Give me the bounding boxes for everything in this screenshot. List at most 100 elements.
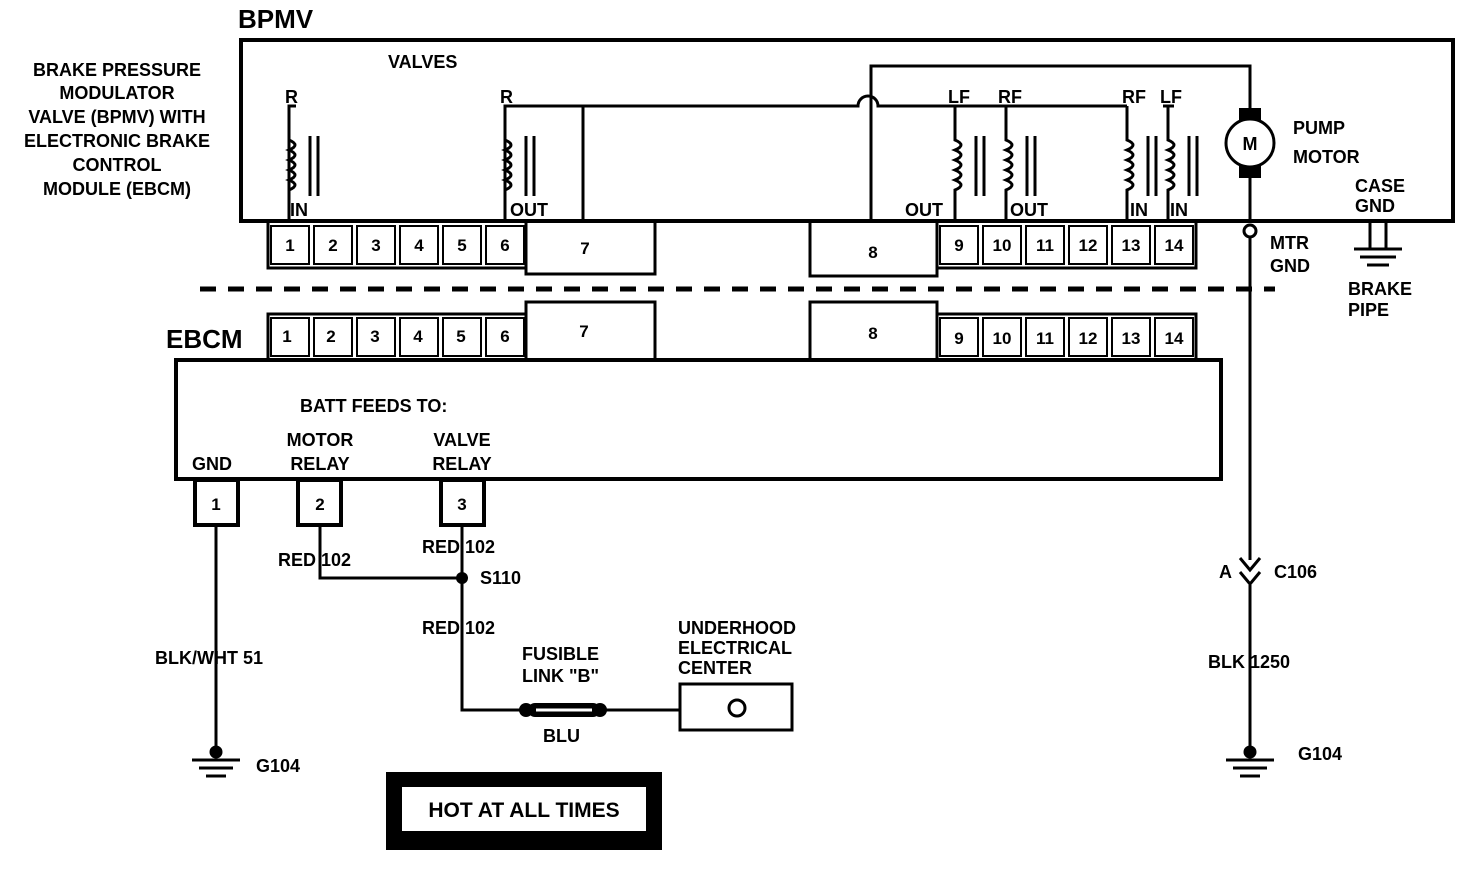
ebcm-terminal-1: 1 — [193, 478, 240, 527]
ebcm-connector-pins: 1 2 3 4 5 6 7 8 9 10 11 12 13 14 — [282, 322, 1184, 348]
valve-relay-label-2: RELAY — [432, 454, 491, 474]
bpmv-pin-9: 9 — [954, 236, 963, 255]
svg-text:2: 2 — [315, 495, 324, 514]
svg-text:BRAKE PRESSURE: BRAKE PRESSURE — [33, 60, 201, 80]
coil-label-lf1: LF — [948, 87, 970, 107]
ebcm-pin-12: 12 — [1079, 329, 1098, 348]
valve-rear-out — [501, 104, 585, 221]
fusible-link-label-2: LINK "B" — [522, 666, 599, 686]
bpmv-pin-3: 3 — [371, 236, 380, 255]
coil-label-rf1: RF — [998, 87, 1022, 107]
valve-lf-out — [951, 106, 986, 221]
bpmv-box — [239, 38, 1455, 223]
svg-text:ELECTRONIC BRAKE: ELECTRONIC BRAKE — [24, 131, 210, 151]
bpmv-pin-5: 5 — [457, 236, 466, 255]
port-label-in-2: IN — [1130, 200, 1148, 220]
underhood-electrical-center — [678, 682, 794, 732]
svg-text:MODULE (EBCM): MODULE (EBCM) — [43, 179, 191, 199]
hot-at-all-times-label: HOT AT ALL TIMES — [428, 799, 619, 822]
ground-symbol-right — [1226, 745, 1274, 778]
ebcm-pin-2: 2 — [326, 327, 335, 346]
pump-motor-label-1: PUMP — [1293, 118, 1345, 138]
wires — [214, 237, 1252, 752]
splice-label: S110 — [480, 568, 521, 588]
ebcm-terminal-2: 2 — [296, 478, 343, 527]
ebcm-pin-5: 5 — [456, 327, 465, 346]
valve-bus-right — [583, 64, 1252, 221]
port-label-out-3: OUT — [1010, 200, 1048, 220]
bpmv-pin-14: 14 — [1165, 236, 1184, 255]
motor-relay-label-1: MOTOR — [287, 430, 354, 450]
bpmv-pin-12: 12 — [1079, 236, 1098, 255]
port-label-out-1: OUT — [510, 200, 548, 220]
bpmv-pin-4: 4 — [414, 236, 424, 255]
valve-rf-out — [1002, 106, 1037, 221]
bpmv-pin-7: 7 — [580, 239, 589, 258]
port-label-out-2: OUT — [905, 200, 943, 220]
ebcm-pin-11: 11 — [1036, 329, 1054, 348]
hot-at-all-times-box: HOT AT ALL TIMES — [386, 772, 662, 850]
bpmv-pin-13: 13 — [1122, 236, 1141, 255]
ebcm-pin-6: 6 — [500, 327, 509, 346]
motor-relay-wire-label: RED 102 — [278, 550, 351, 570]
ebcm-pin-1: 1 — [282, 327, 291, 346]
coil-label-rf2: RF — [1122, 87, 1146, 107]
underhood-label-1: UNDERHOOD — [678, 618, 796, 638]
case-gnd-label-2: GND — [1355, 196, 1395, 216]
coil-label-r2: R — [500, 87, 513, 107]
valve-rear-in — [285, 104, 320, 221]
feed-wire-label: RED 102 — [422, 618, 495, 638]
mtr-gnd-label-2: GND — [1270, 256, 1310, 276]
gnd-label: GND — [192, 454, 232, 474]
svg-text:1: 1 — [211, 495, 220, 514]
ebcm-pin-3: 3 — [370, 327, 379, 346]
svg-text:VALVE (BPMV) WITH: VALVE (BPMV) WITH — [28, 107, 205, 127]
mtr-gnd-terminal — [1242, 223, 1258, 239]
bpmv-title: BPMV — [238, 4, 314, 34]
pump-motor-label-2: MOTOR — [1293, 147, 1360, 167]
bpmv-connector-pins: 1 2 3 4 5 6 7 8 9 10 11 12 13 14 — [285, 236, 1184, 262]
ebcm-pin-7: 7 — [579, 322, 588, 341]
underhood-label-2: ELECTRICAL — [678, 638, 792, 658]
pump-motor-symbol: M — [1224, 108, 1276, 221]
brake-pipe-label-1: BRAKE — [1348, 279, 1412, 299]
coil-label-r1: R — [285, 87, 298, 107]
valve-lf-in — [1164, 106, 1199, 221]
ebcm-pin-10: 10 — [993, 329, 1012, 348]
ground-label-left: G104 — [256, 756, 300, 776]
mtr-gnd-label-1: MTR — [1270, 233, 1309, 253]
ebcm-connector — [266, 300, 1198, 360]
fusible-link-label-1: FUSIBLE — [522, 644, 599, 664]
case-ground-symbol — [1354, 221, 1402, 267]
bpmv-pin-6: 6 — [500, 236, 509, 255]
connector-id: C106 — [1274, 562, 1317, 582]
bpmv-pin-11: 11 — [1036, 236, 1054, 255]
ebcm-pin-14: 14 — [1165, 329, 1184, 348]
ebcm-title: EBCM — [166, 324, 243, 354]
bpmv-connector — [266, 221, 1198, 278]
motor-gnd-wire-label: BLK 1250 — [1208, 652, 1290, 672]
fusible-link — [519, 703, 607, 717]
batt-feeds-label: BATT FEEDS TO: — [300, 396, 447, 416]
svg-text:M: M — [1243, 134, 1258, 154]
bpmv-pin-1: 1 — [285, 236, 294, 255]
port-label-in-1: IN — [290, 200, 308, 220]
ground-symbol-left — [192, 745, 240, 778]
gnd-wire-label: BLK/WHT 51 — [155, 648, 263, 668]
ebcm-terminal-3: 3 — [439, 478, 486, 527]
valve-relay-label-1: VALVE — [433, 430, 490, 450]
ground-label-right: G104 — [1298, 744, 1342, 764]
bpmv-description: BRAKE PRESSURE MODULATOR VALVE (BPMV) WI… — [24, 60, 210, 199]
bpmv-pin-8: 8 — [868, 243, 877, 262]
brake-pipe-label-2: PIPE — [1348, 300, 1389, 320]
case-gnd-label-1: CASE — [1355, 176, 1405, 196]
ebcm-pin-4: 4 — [413, 327, 423, 346]
ebcm-box — [174, 358, 1223, 481]
ebcm-pin-8: 8 — [868, 324, 877, 343]
bpmv-pin-10: 10 — [993, 236, 1012, 255]
port-label-in-3: IN — [1170, 200, 1188, 220]
valves-label: VALVES — [388, 52, 457, 72]
valve-rf-in — [1123, 106, 1158, 221]
svg-text:MODULATOR: MODULATOR — [59, 83, 174, 103]
underhood-label-3: CENTER — [678, 658, 752, 678]
